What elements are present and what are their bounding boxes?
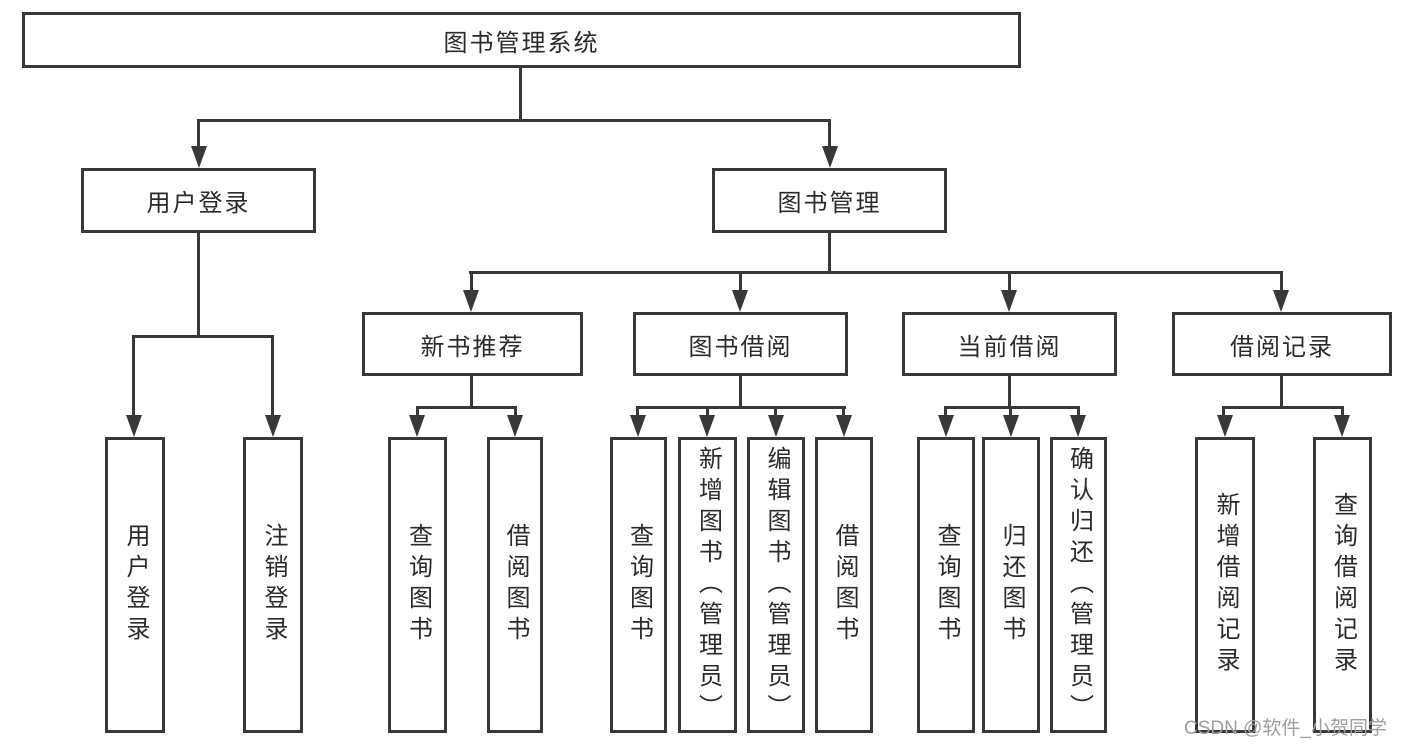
connector-line [774,406,777,418]
connector-line [944,406,947,418]
connector-line [197,233,200,338]
connector-line [944,406,1080,409]
arrow-down-icon [768,415,784,437]
csdn-watermark: CSDN @软件_小贺同学 [1184,718,1387,739]
connector-line [1009,406,1012,418]
node-user-login-label: 用户登录 [146,190,251,217]
node-user-login: 用户登录 [81,168,316,233]
leaf-cb-confirm-return-admin: 确认归还（管理员） [1050,437,1107,733]
arrow-down-icon [191,146,207,168]
leaf-user-login: 用户登录 [105,437,165,733]
node-borrow-records: 借阅记录 [1172,312,1392,376]
node-current-borrow-label: 当前借阅 [957,333,1062,361]
connector-line [636,406,639,418]
connector-line [636,406,846,409]
connector-line [416,406,419,418]
arrow-down-icon [630,415,646,437]
connector-line [271,335,274,419]
connector-line [739,376,742,409]
arrow-down-icon [463,290,479,312]
leaf-bb-add-books-admin: 新增图书（管理员） [678,437,737,733]
leaf-cb-query-books-label: 查询图书 [933,523,960,647]
arrow-down-icon [1001,290,1017,312]
arrow-down-icon [1070,415,1086,437]
leaf-user-login-label: 用户登录 [122,523,149,647]
leaf-logout-label: 注销登录 [260,523,287,647]
connector-line [1008,376,1011,409]
leaf-nb-borrow-books-label: 借阅图书 [502,523,529,647]
node-current-borrow: 当前借阅 [902,312,1117,376]
arrow-down-icon [699,415,715,437]
leaf-bb-borrow-books-label: 借阅图书 [831,523,858,647]
arrow-down-icon [1217,415,1233,437]
leaf-br-query-record-label: 查询借阅记录 [1329,492,1357,678]
node-book-management: 图书管理 [712,168,947,233]
leaf-nb-query-books: 查询图书 [388,437,447,733]
connector-line [469,271,1283,274]
arrow-down-icon [732,290,748,312]
arrow-down-icon [265,415,281,437]
connector-line [739,271,742,294]
connector-line [1222,406,1225,418]
connector-line [470,376,473,409]
node-new-book-recommend: 新书推荐 [362,312,583,376]
leaf-bb-edit-books-admin: 编辑图书（管理员） [747,437,805,733]
connector-line [470,271,473,294]
node-new-book-recommend-label: 新书推荐 [420,333,525,361]
leaf-logout: 注销登录 [243,437,303,733]
arrow-down-icon [938,415,954,437]
connector-line [416,406,517,409]
connector-line [197,119,200,151]
connector-line [706,406,709,418]
arrow-down-icon [1334,415,1350,437]
connector-line [1280,271,1283,294]
node-root: 图书管理系统 [22,12,1021,68]
leaf-bb-add-books-admin-label: 新增图书（管理员） [694,445,722,725]
node-book-borrow: 图书借阅 [633,312,848,376]
connector-line [197,119,831,122]
leaf-bb-query-books-label: 查询图书 [625,523,653,647]
leaf-cb-return-books: 归还图书 [982,437,1040,733]
connector-line [1077,406,1080,418]
arrow-down-icon [822,146,838,168]
node-root-label: 图书管理系统 [443,29,600,57]
arrow-down-icon [1273,290,1289,312]
node-book-borrow-label: 图书借阅 [688,333,793,361]
connector-line [519,68,522,121]
connector-line [1341,406,1344,418]
arrow-down-icon [126,415,142,437]
leaf-br-add-record-label: 新增借阅记录 [1212,492,1239,678]
connector-line [132,335,135,419]
connector-line [842,406,845,418]
connector-line [1008,271,1011,294]
node-borrow-records-label: 借阅记录 [1230,333,1334,361]
connector-line [1222,406,1344,409]
leaf-cb-confirm-return-admin-label: 确认归还（管理员） [1065,445,1093,725]
arrow-down-icon [507,415,523,437]
leaf-nb-query-books-label: 查询图书 [404,523,432,647]
leaf-br-query-record: 查询借阅记录 [1313,437,1372,733]
connector-line [514,406,517,418]
connector-line [132,335,274,338]
connector-line [828,119,831,151]
leaf-bb-query-books: 查询图书 [610,437,667,733]
connector-line [828,233,831,274]
node-book-management-label: 图书管理 [777,190,882,217]
leaf-cb-return-books-label: 归还图书 [998,523,1025,647]
arrow-down-icon [1003,415,1019,437]
leaf-bb-edit-books-admin-label: 编辑图书（管理员） [763,445,790,725]
leaf-nb-borrow-books: 借阅图书 [487,437,543,733]
connector-line [1280,376,1283,409]
arrow-down-icon [836,415,852,437]
leaf-cb-query-books: 查询图书 [917,437,975,733]
arrow-down-icon [409,415,425,437]
leaf-bb-borrow-books: 借阅图书 [815,437,873,733]
leaf-br-add-record: 新增借阅记录 [1195,437,1255,733]
